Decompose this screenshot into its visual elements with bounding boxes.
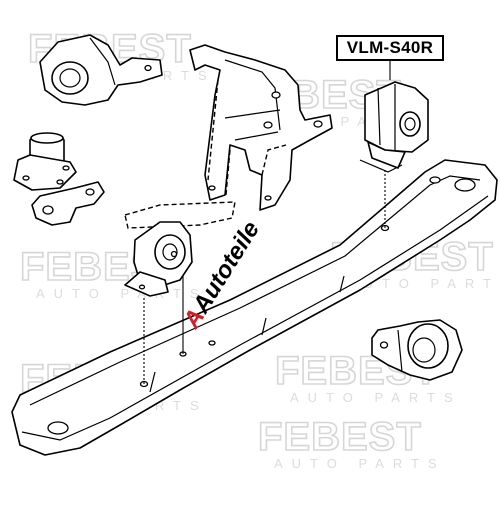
bushing-mount-bottom-right: [371, 319, 463, 381]
watermark-bottom-right: FEBEST AUTO PARTS: [257, 414, 446, 471]
crossmember-hole: [208, 340, 216, 346]
crossmember-hole: [454, 178, 476, 192]
watermark-sub: AUTO PARTS: [36, 286, 208, 301]
watermark-brand: FEBEST: [258, 415, 422, 459]
crossmember-hole: [47, 421, 69, 435]
crossmember-hole: [429, 176, 441, 184]
small-bracket-left: [31, 181, 105, 226]
part-number-text: VLM-S40R: [346, 38, 434, 57]
watermark-sub: AUTO PARTS: [346, 276, 500, 291]
leader-lines: [143, 61, 391, 384]
part-number-label: VLM-S40R: [336, 35, 444, 61]
cylindrical-mount-left: [13, 132, 77, 191]
watermark-sub: AUTO PARTS: [290, 390, 462, 405]
transmission-crossmember: [11, 159, 498, 456]
watermark-sub: AUTO PARTS: [274, 456, 446, 471]
bushing-mount-top-left: [39, 34, 163, 106]
mount-vlm-s40r: [359, 81, 429, 173]
center-mount: [124, 221, 193, 297]
engine-bracket: [124, 44, 333, 229]
